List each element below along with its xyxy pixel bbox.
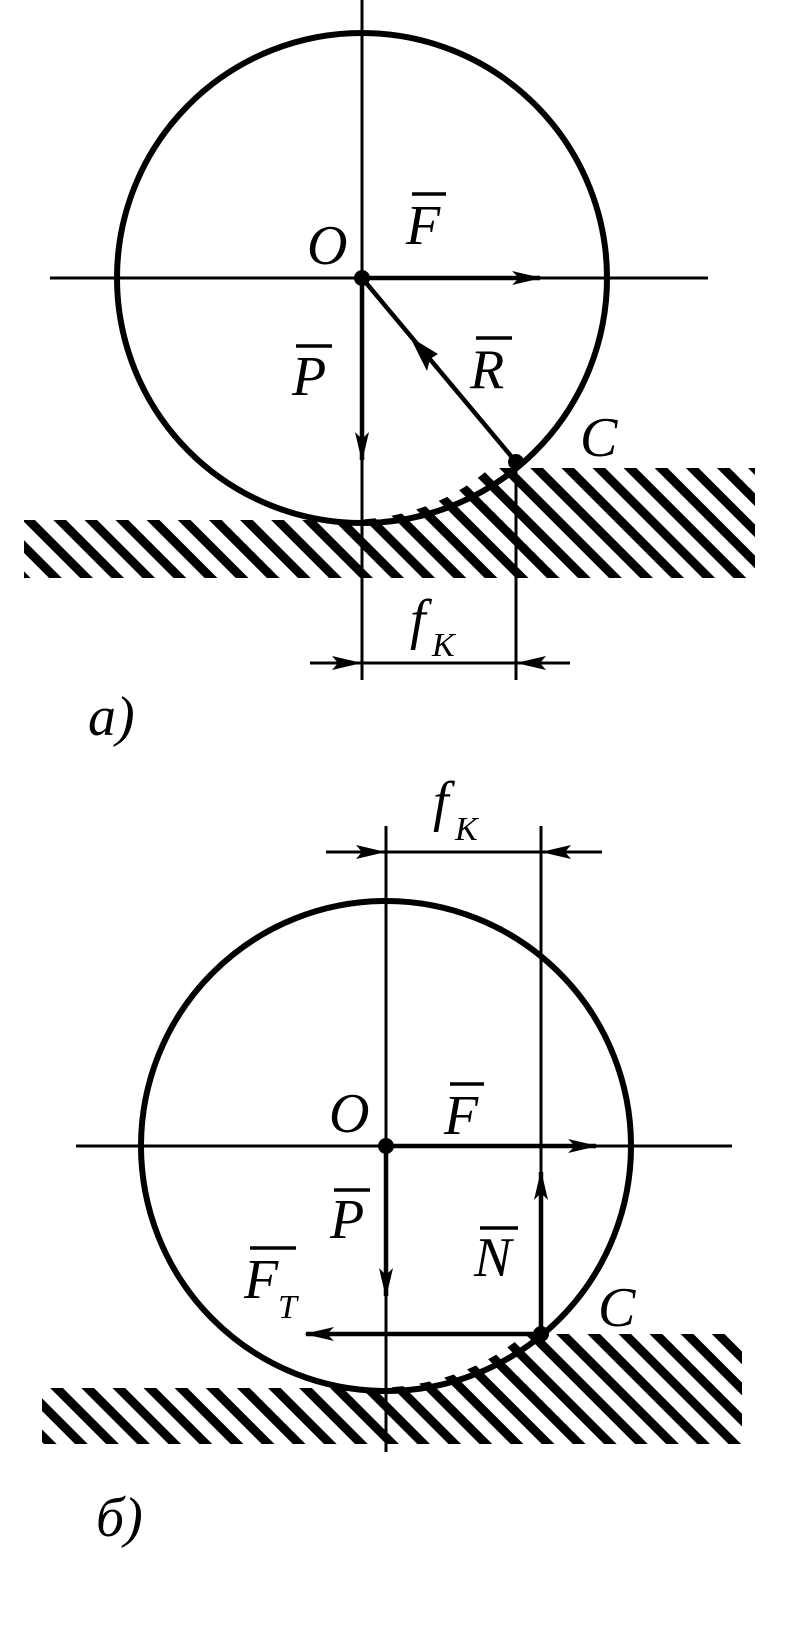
label-O-b: O <box>329 1083 369 1145</box>
dim-arrow-right-a <box>516 656 546 670</box>
label-R-a: R <box>469 339 504 401</box>
label-FT-sub-b: T <box>278 1289 299 1326</box>
label-fK-sub-a: K <box>431 627 457 664</box>
contact-point-b <box>533 1326 549 1342</box>
contact-point-a <box>508 454 524 470</box>
dim-arrow-left-a <box>332 656 362 670</box>
force-R-vector-a <box>360 276 518 464</box>
label-F-a: F <box>405 195 441 257</box>
wheel-b <box>138 898 634 1394</box>
label-C-b: C <box>598 1277 636 1339</box>
panel-b: f K O F P N F T C б) <box>42 771 742 1549</box>
center-point-a <box>354 270 370 286</box>
label-N-b: N <box>473 1227 514 1289</box>
label-F-b: F <box>443 1085 479 1147</box>
center-point-b <box>378 1138 394 1154</box>
dim-arrow-left-b <box>356 845 386 859</box>
caption-a: a) <box>88 686 135 748</box>
label-FT-b: F <box>243 1249 279 1311</box>
wheel-a <box>114 30 610 526</box>
label-P-a: P <box>291 346 326 408</box>
dim-arrow-right-b <box>541 845 571 859</box>
panel-a: O F P R C f K a) <box>24 0 755 748</box>
label-fK-b: f <box>433 771 456 833</box>
caption-b: б) <box>96 1487 143 1549</box>
label-fK-a: f <box>410 589 433 651</box>
label-fK-sub-b: K <box>454 811 480 848</box>
label-P-b: P <box>329 1189 364 1251</box>
label-C-a: C <box>580 407 618 469</box>
label-O-a: O <box>307 215 347 277</box>
force-R-arrowhead-a <box>410 337 438 371</box>
